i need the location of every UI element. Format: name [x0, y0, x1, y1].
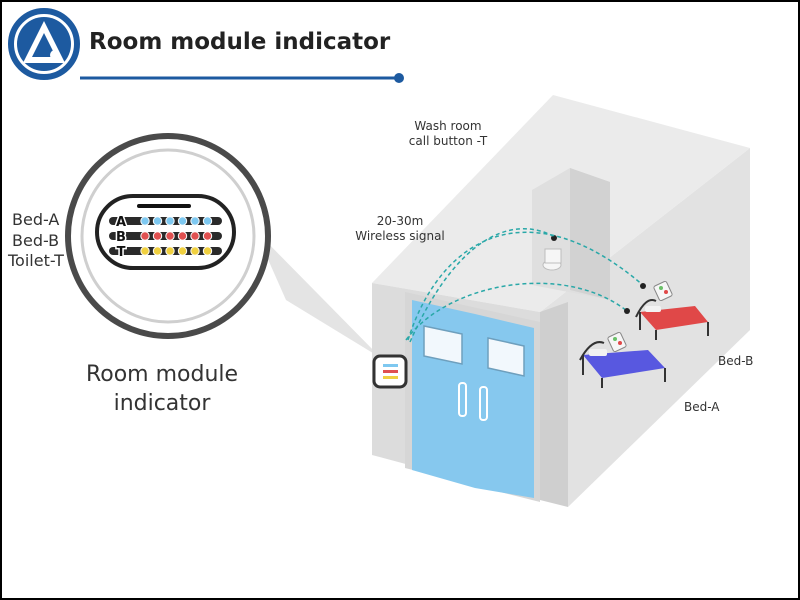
bed-b-call-button: [640, 283, 646, 289]
led-t-3: [165, 246, 175, 256]
led-t-1: [140, 246, 150, 256]
signal-label-line-2: Wireless signal: [355, 229, 445, 243]
triangle-logo-icon: [8, 8, 80, 80]
led-a-3: [165, 216, 175, 226]
led-b-2: [152, 231, 163, 241]
magnifier-cone: [255, 230, 381, 358]
led-a-4: [177, 216, 188, 226]
led-t-5: [190, 246, 200, 256]
room-module-device: [372, 354, 408, 389]
bed-a-icon: [579, 341, 666, 388]
label-bed-b: Bed-B: [12, 231, 60, 250]
led-t-4: [177, 246, 188, 256]
label-toilet: Toilet-T: [8, 251, 64, 270]
led-row-letter-a: A: [116, 215, 126, 230]
page-title: Room module indicator: [89, 29, 391, 55]
led-b-3: [165, 231, 175, 241]
door-left-handle: [458, 382, 467, 417]
indicator-led-rows: ABT: [109, 214, 222, 262]
bed-b-icon: [635, 299, 709, 340]
led-row-letter-t: T: [117, 245, 126, 260]
led-b-1: [140, 231, 150, 241]
washroom-label-line-1: Wash room: [414, 119, 482, 133]
led-t-2: [152, 246, 163, 256]
toilet-icon: [542, 248, 562, 271]
door-left-window: [423, 325, 463, 365]
wireless-signal-lines: [405, 228, 645, 343]
bed-b-remote-icon: [653, 280, 673, 302]
led-a-5: [190, 216, 200, 226]
caption-line-2: indicator: [113, 391, 211, 416]
label-bed-a: Bed-A: [12, 210, 60, 229]
bed-a-call-button: [624, 308, 630, 314]
bed-a-remote-icon: [607, 331, 627, 353]
door-right-handle: [479, 386, 488, 421]
led-t-6: [202, 246, 213, 256]
callout-bed-b: Bed-B: [718, 354, 754, 368]
led-b-4: [177, 231, 188, 241]
led-b-5: [190, 231, 200, 241]
led-row-letter-b: B: [116, 230, 126, 245]
led-b-6: [202, 231, 213, 241]
callout-bed-a: Bed-A: [684, 400, 720, 414]
caption-line-1: Room module: [85, 362, 239, 387]
door-right-window: [487, 337, 525, 377]
wall-edge: [540, 302, 568, 507]
led-a-6: [202, 216, 213, 226]
signal-label-line-1: 20-30m: [376, 214, 424, 228]
washroom-label-line-2: call button -T: [408, 134, 488, 148]
magnifier-lens: ABT: [65, 133, 271, 339]
indicator-top-bar: [137, 204, 191, 208]
led-a-1: [140, 216, 150, 226]
led-a-2: [152, 216, 163, 226]
room-floor: [540, 148, 750, 507]
